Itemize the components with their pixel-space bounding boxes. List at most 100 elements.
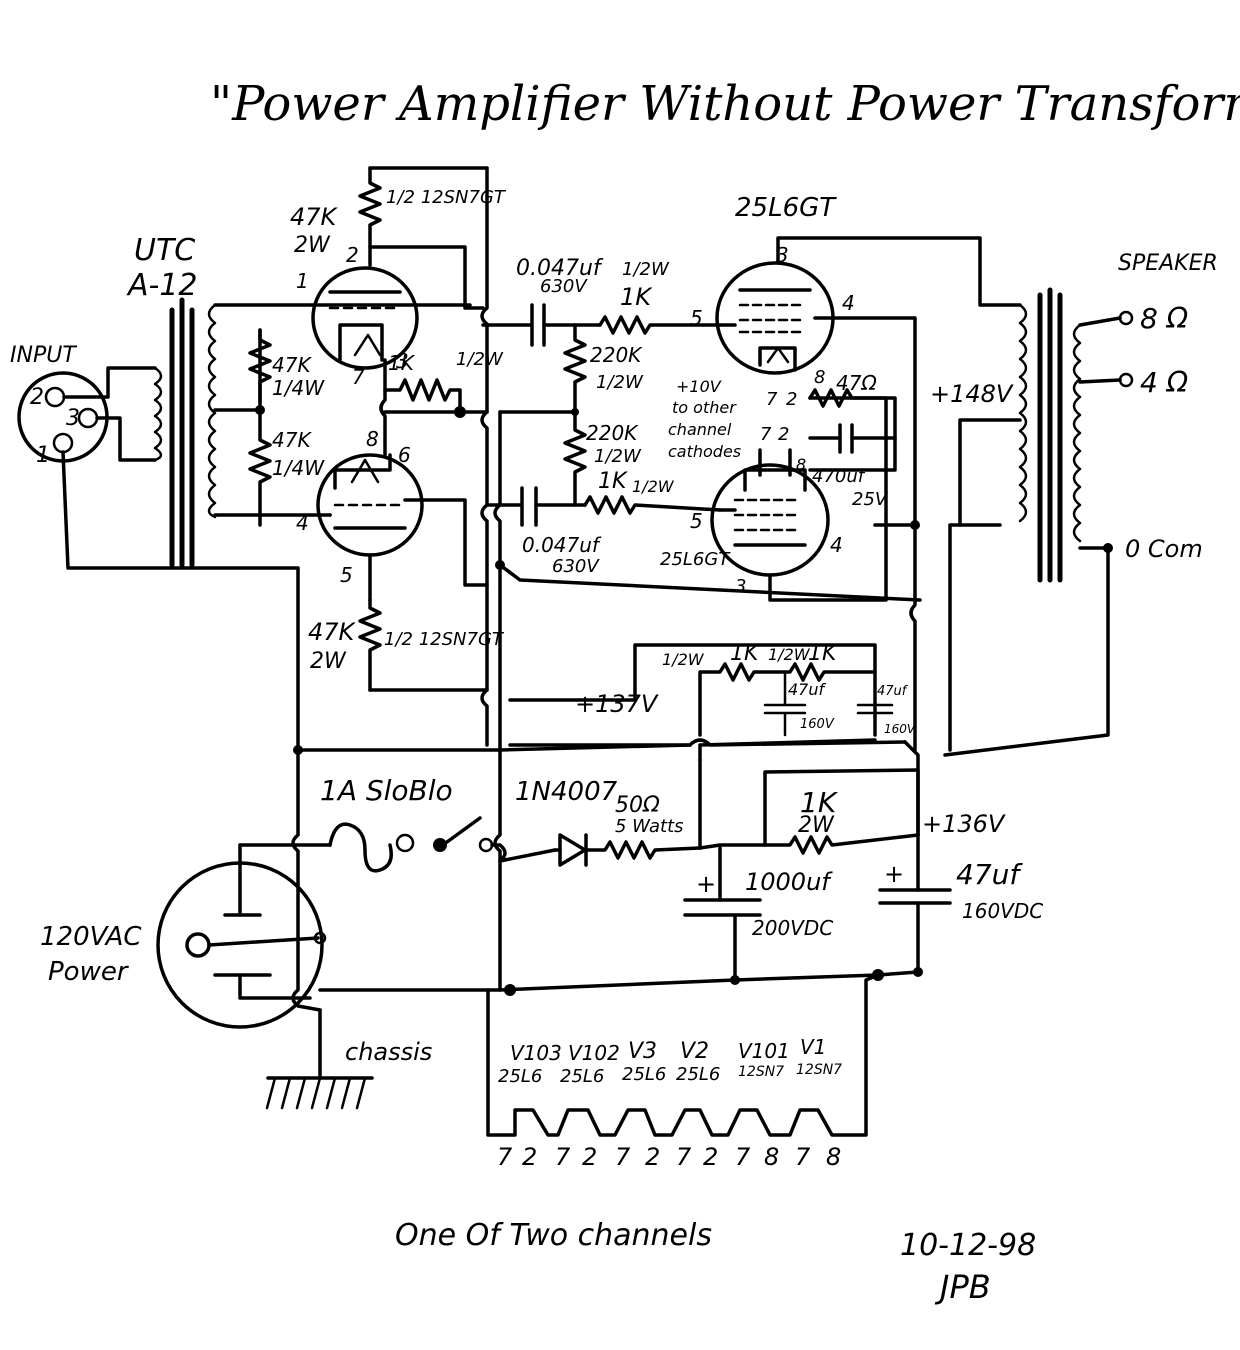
coupling-cap-top-value: 0.047uf bbox=[516, 256, 604, 281]
plate-res-upper-watt: 2W bbox=[294, 233, 331, 258]
diode bbox=[558, 833, 587, 867]
resistor-cathode-driver bbox=[383, 358, 462, 414]
heater-pin-10: 8 bbox=[764, 1143, 779, 1171]
fuse bbox=[328, 822, 393, 873]
driver-upper-pin1: 1 bbox=[296, 269, 309, 293]
driver-cathode-res-watt: 1/2W bbox=[456, 349, 504, 370]
wire-cathode-join bbox=[379, 388, 387, 457]
heater-tube-3-type: 25L6 bbox=[622, 1064, 666, 1085]
resistor-grid-stop-top bbox=[598, 315, 722, 335]
out-bot-pin2: 2 bbox=[778, 424, 789, 445]
output-tube-top-label: 25L6GT bbox=[735, 193, 837, 223]
caption: One Of Two channels bbox=[395, 1218, 712, 1253]
resistor-grid-stop-bottom bbox=[583, 495, 722, 515]
heater-pin-12: 8 bbox=[826, 1143, 841, 1171]
driver-lower-pin8: 8 bbox=[366, 427, 379, 451]
out-note-4: cathodes bbox=[668, 442, 741, 461]
driver-lower-pin5: 5 bbox=[340, 563, 353, 587]
grid-res-upper-value: 47K bbox=[272, 353, 312, 377]
bus-ground-vertical bbox=[493, 410, 502, 992]
filter2-c2-volt: 160V bbox=[884, 722, 916, 736]
heater-pin-4: 2 bbox=[582, 1143, 597, 1171]
heater-pin-2: 2 bbox=[522, 1143, 537, 1171]
grid-stop-bot-value: 1K bbox=[598, 469, 628, 494]
out-top-pin5: 5 bbox=[690, 306, 703, 330]
power-label-1: 120VAC bbox=[40, 922, 142, 952]
resistor-plate-lower bbox=[358, 598, 382, 692]
filter2-r1-watt: 1/2W bbox=[662, 650, 705, 669]
grid-res-top-watt: 1/2W bbox=[596, 372, 644, 393]
heater-pin-8: 2 bbox=[703, 1143, 718, 1171]
resistor-grid-220k-pair bbox=[563, 323, 587, 507]
coupling-cap-bot-volt: 630V bbox=[552, 556, 600, 577]
wire-plate-out-top bbox=[776, 236, 1022, 307]
output-tube-bottom-label: 25L6GT bbox=[660, 549, 731, 570]
driver-lower-pin4: 4 bbox=[296, 511, 309, 535]
cap-second-volt: 160VDC bbox=[962, 899, 1043, 923]
supply-voltage: +136V bbox=[922, 810, 1006, 838]
out-note-1: +10V bbox=[676, 377, 722, 396]
heater-string bbox=[486, 973, 880, 1137]
heater-tube-3-id: V3 bbox=[628, 1039, 657, 1064]
out-note-3: channel bbox=[668, 420, 732, 439]
out-note-2: to other bbox=[672, 398, 737, 417]
out-top-pin7: 7 bbox=[766, 389, 778, 410]
diode-label: 1N4007 bbox=[515, 777, 618, 807]
out-bot-pin4: 4 bbox=[830, 533, 843, 557]
driver-upper-pin3: 3 bbox=[396, 349, 409, 373]
chassis-label: chassis bbox=[345, 1038, 432, 1066]
input-label: INPUT bbox=[10, 343, 77, 368]
filter-res-watt: 2W bbox=[798, 813, 835, 838]
driver-lower-pin6: 6 bbox=[398, 443, 411, 467]
grid-res-lower-watt: 1/4W bbox=[272, 456, 325, 480]
heater-tube-2-type: 25L6 bbox=[560, 1066, 604, 1087]
filter2-c1-volt: 160V bbox=[800, 717, 835, 732]
series-res: 50Ω bbox=[615, 793, 660, 818]
resistor-filter2 bbox=[698, 662, 877, 737]
heater-tube-6-id: V1 bbox=[800, 1035, 826, 1059]
heater-pin-6: 2 bbox=[645, 1143, 660, 1171]
fuse-label: 1A SloBlo bbox=[320, 774, 453, 807]
resistor-filter-1k bbox=[698, 833, 920, 855]
filter2-c1: 47uf bbox=[788, 680, 827, 699]
filter2-c2: 47uf bbox=[877, 684, 909, 699]
speaker-tap-4: 4 Ω bbox=[1140, 366, 1189, 399]
out-bot-pin3: 3 bbox=[735, 576, 746, 597]
input-pin2: 2 bbox=[30, 385, 44, 410]
heater-tube-4-id: V2 bbox=[680, 1039, 709, 1064]
heater-pin-7: 7 bbox=[676, 1143, 692, 1171]
heater-tube-1-type: 25L6 bbox=[498, 1066, 542, 1087]
driver-upper-pin7: 7 bbox=[352, 365, 365, 389]
wire-plate-out-bottom-to-xfmr bbox=[948, 523, 1002, 752]
input-pin3: 3 bbox=[66, 406, 80, 431]
filter2-r2-watt: 1/2W bbox=[768, 645, 811, 664]
heater-pin-labels: 7 2 7 2 7 2 7 2 7 8 7 8 bbox=[497, 1143, 841, 1171]
transformer-in-label-2: A-12 bbox=[126, 268, 198, 303]
coupling-cap-bot-value: 0.047uf bbox=[522, 533, 602, 557]
bus-ground-return bbox=[318, 970, 920, 992]
output-transformer bbox=[1018, 287, 1082, 583]
heater-pin-5: 7 bbox=[615, 1143, 631, 1171]
heater-pin-11: 7 bbox=[795, 1143, 811, 1171]
power-switch bbox=[445, 816, 482, 844]
out-top-pin3: 3 bbox=[776, 243, 789, 267]
speaker-com: 0 Com bbox=[1125, 535, 1203, 563]
speaker-label: SPEAKER bbox=[1118, 251, 1218, 276]
cap-second-value: 47uf bbox=[956, 858, 1023, 891]
heater-tube-2-id: V102 bbox=[568, 1041, 620, 1065]
power-label-2: Power bbox=[48, 957, 130, 987]
bus-b-plus-driver bbox=[480, 166, 489, 747]
out-cathode-cap-volt: 25V bbox=[852, 489, 889, 510]
out-bot-pin8: 8 bbox=[796, 455, 806, 474]
input-pin1: 1 bbox=[36, 443, 50, 468]
diagram-title: "Power Amplifier Without Power Transform… bbox=[210, 76, 1240, 132]
driver-upper-tube-label: 1/2 12SN7GT bbox=[386, 187, 507, 208]
heater-pin-9: 7 bbox=[735, 1143, 751, 1171]
driver-tube-lower bbox=[316, 453, 424, 557]
wire-input-pin2 bbox=[62, 366, 157, 399]
wire-speaker-com bbox=[943, 546, 1110, 757]
plate-res-upper-value: 47K bbox=[290, 203, 339, 231]
filter-res: 1K bbox=[800, 786, 839, 819]
series-res-watt: 5 Watts bbox=[615, 816, 684, 837]
